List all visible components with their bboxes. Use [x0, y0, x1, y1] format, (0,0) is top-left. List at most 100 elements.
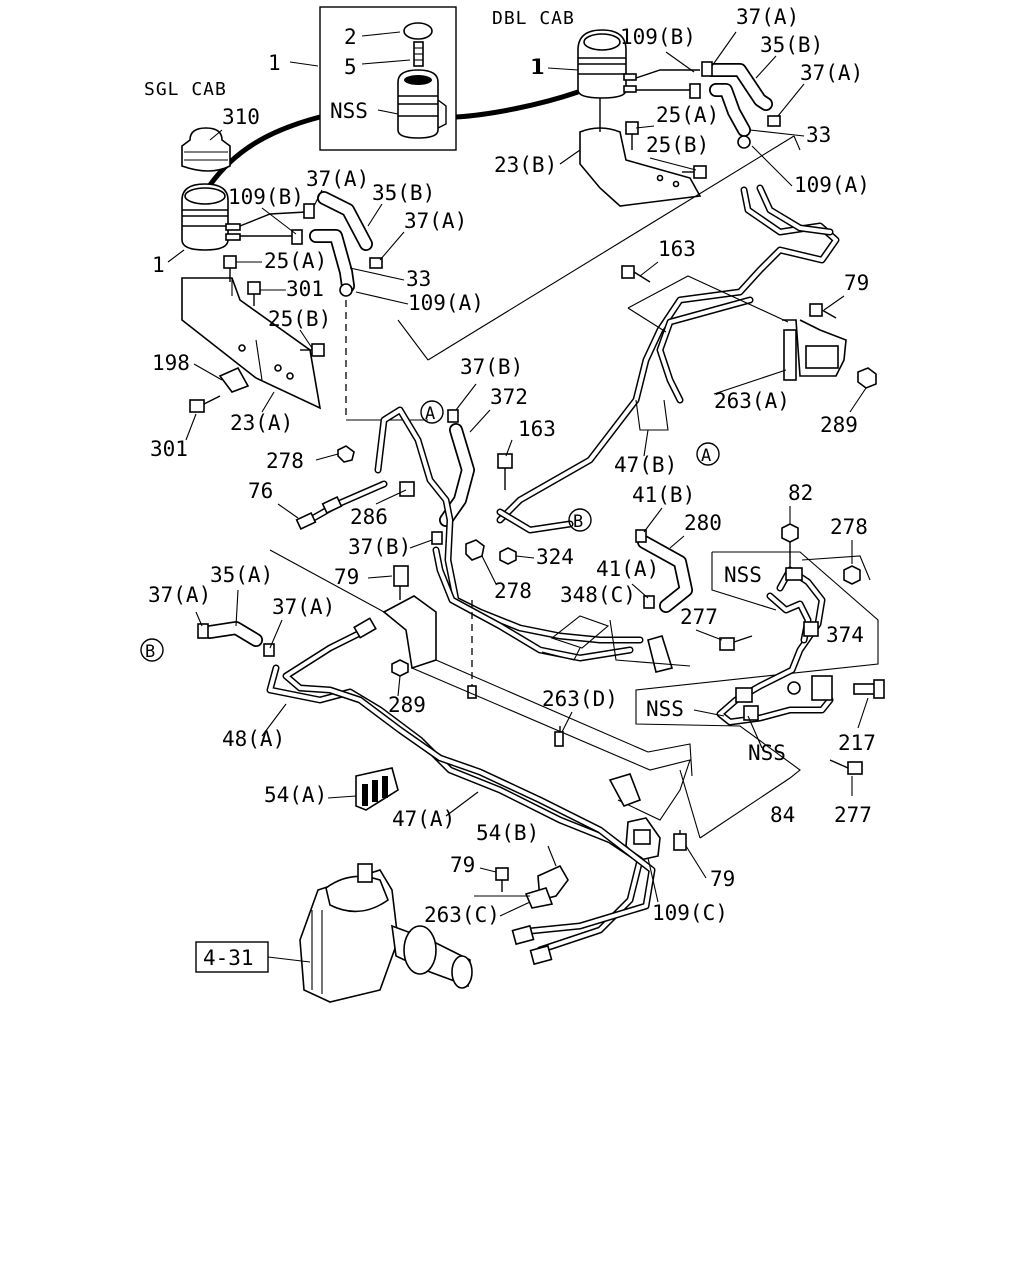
part-label: 48(A) [222, 727, 285, 751]
bolt-79-lower [495, 867, 509, 892]
part-label: 37(B) [460, 355, 523, 379]
part-label: 23(A) [230, 411, 293, 435]
part-label: 278 [266, 449, 304, 473]
leader-line [547, 67, 579, 71]
leader-line [755, 55, 777, 79]
part-label: 47(A) [392, 807, 455, 831]
part-label: 109(A) [408, 291, 484, 315]
leader-line [375, 489, 407, 505]
leader-line [315, 453, 339, 461]
leader-line [397, 675, 401, 697]
leader-line [481, 555, 497, 585]
bolt-25b-dbl [682, 165, 707, 179]
leader-line [455, 383, 477, 411]
leader-line [685, 845, 707, 879]
bolt-25b-sgl [300, 343, 325, 357]
part-label: 54(B) [476, 821, 539, 845]
part-label: 348(C) [560, 583, 636, 607]
pipe-47a-48a [197, 617, 656, 966]
part-label: 109(B) [620, 25, 696, 49]
leader-line [857, 697, 869, 729]
part-label: 79 [334, 565, 359, 589]
leader-line [327, 795, 357, 799]
part-label: NSS [646, 697, 684, 721]
leader-line [313, 189, 323, 207]
leader-line [185, 413, 197, 441]
leader-line [209, 129, 223, 141]
part-label: 1 [152, 253, 165, 277]
leader-line [665, 51, 695, 73]
leader-line [499, 901, 531, 917]
leader-line [713, 369, 787, 395]
svg-text:A: A [701, 446, 711, 466]
part-label: 47(B) [614, 453, 677, 477]
part-label: NSS [748, 741, 786, 765]
part-label: 2 [344, 25, 357, 49]
leader-line [631, 583, 649, 599]
part-label: 217 [838, 731, 876, 755]
reservoir-cap-inset [319, 6, 457, 151]
part-label: 5 [344, 55, 357, 79]
part-label: 37(A) [148, 583, 211, 607]
part-label: 301 [286, 277, 324, 301]
leader-line [559, 149, 581, 165]
part-label: 76 [248, 479, 273, 503]
part-label: 37(A) [404, 209, 467, 233]
part-label: 278 [830, 515, 868, 539]
part-label: 79 [710, 867, 735, 891]
part-label: 33 [406, 267, 431, 291]
part-label: 25(B) [268, 307, 331, 331]
svg-text:A: A [425, 404, 435, 424]
leader-line [749, 129, 805, 137]
leader-line [235, 589, 239, 627]
part-label: 37(A) [272, 595, 335, 619]
leader-line [635, 125, 655, 129]
part-label: 37(A) [306, 167, 369, 191]
right-detail-group [635, 523, 885, 839]
middle-pipes [295, 406, 753, 699]
part-label: 33 [806, 123, 831, 147]
ref-box-label: 4-31 [203, 946, 254, 970]
leader-line [299, 329, 313, 349]
leader-line [261, 391, 275, 413]
dbl-cab-header: DBL CAB [492, 8, 575, 29]
part-label: 35(A) [210, 563, 273, 587]
part-label: 35(B) [760, 33, 823, 57]
part-label: 289 [820, 413, 858, 437]
leader-line [479, 867, 497, 873]
leader-line [647, 857, 659, 903]
leader-line [849, 387, 867, 413]
leader-line [751, 145, 793, 187]
part-label: 82 [788, 481, 813, 505]
dbl-reservoir-group [577, 29, 781, 207]
callout-b-2: B [140, 638, 164, 662]
bolt-163-upper [621, 265, 651, 283]
leader-line [505, 439, 513, 457]
part-label: 263(C) [424, 903, 500, 927]
leader-line [367, 203, 383, 227]
bolt-25a-dbl [625, 121, 639, 150]
leader-line [711, 31, 737, 67]
leader-line [823, 295, 845, 311]
sgl-reservoir-group [181, 127, 428, 421]
leader-line [643, 429, 649, 457]
part-label: 301 [150, 437, 188, 461]
part-label: 109(C) [652, 901, 728, 925]
leader-line [379, 231, 405, 261]
bolt-277-lower [829, 759, 863, 775]
part-label: 163 [658, 237, 696, 261]
part-label: 109(A) [794, 173, 870, 197]
leader-line [289, 61, 319, 67]
leader-line [269, 619, 283, 649]
part-label: 286 [350, 505, 388, 529]
part-label: NSS [724, 563, 762, 587]
leader-line [547, 845, 557, 867]
ref-box-4-31: 4-31 [195, 941, 311, 973]
part-label: 54(A) [264, 783, 327, 807]
part-label: 23(B) [494, 153, 557, 177]
leader-line [193, 363, 223, 381]
leader-line [361, 31, 401, 37]
leader-line [195, 611, 203, 627]
part-label: 79 [450, 853, 475, 877]
